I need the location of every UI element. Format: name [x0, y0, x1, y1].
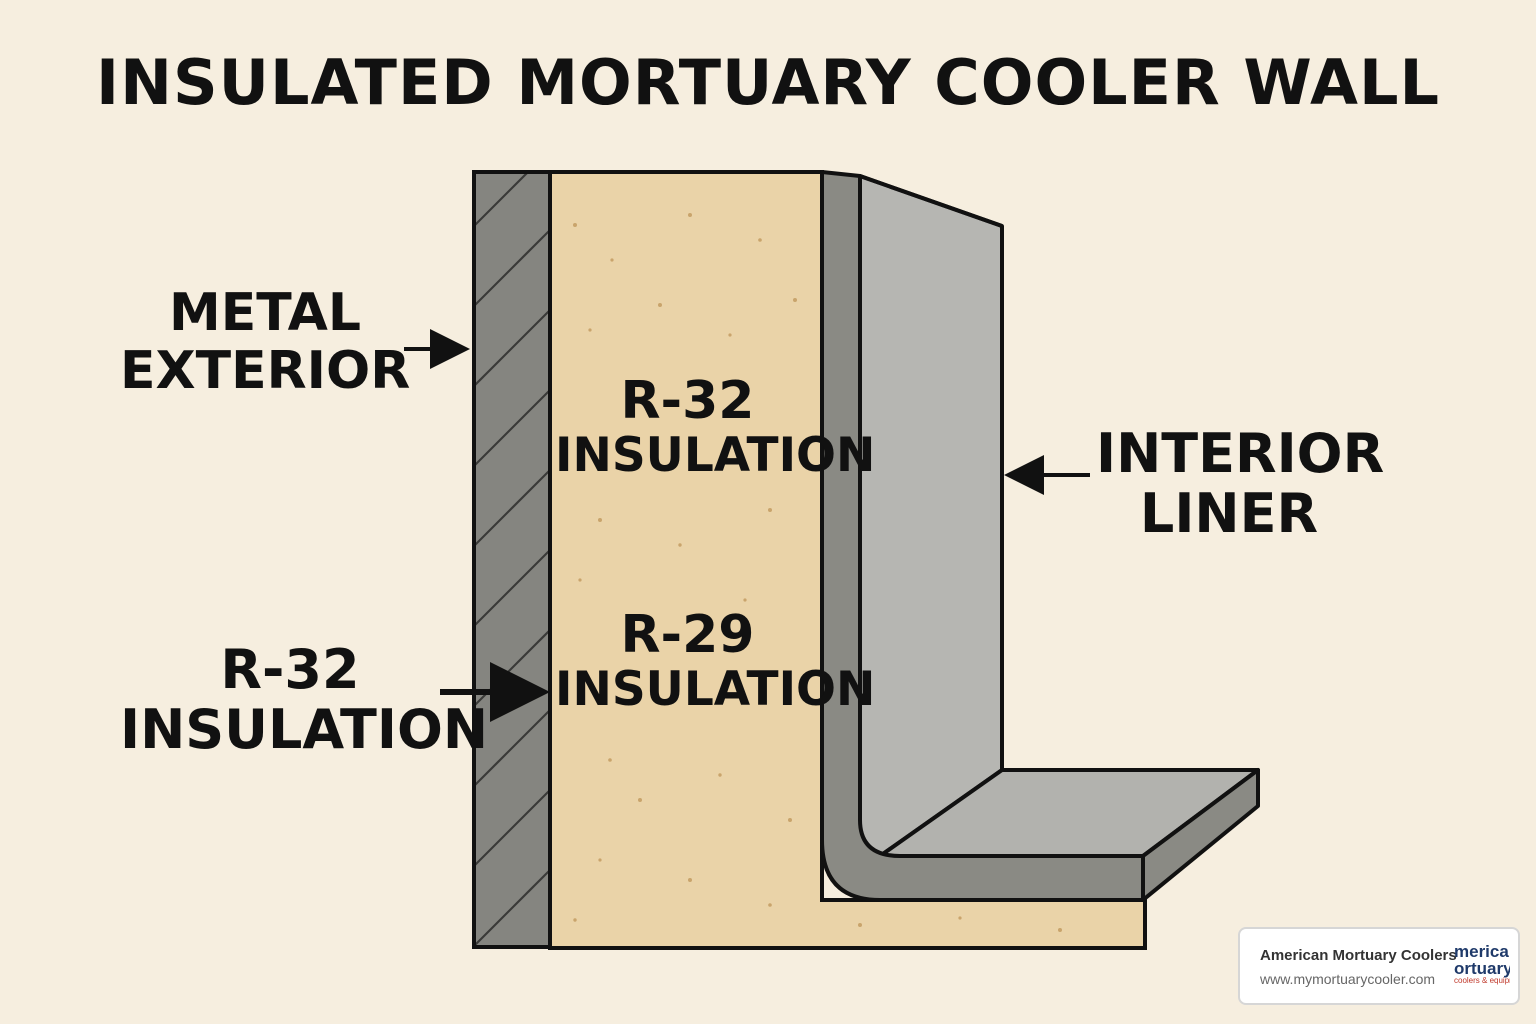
company-badge[interactable]: American Mortuary Coolers www.mymortuary…	[1238, 927, 1520, 1005]
metal-hatching	[474, 172, 550, 947]
insulation-speckles	[573, 213, 1062, 932]
liner-edge	[820, 170, 1145, 902]
diagram-title: INSULATED MORTUARY COOLER WALL	[96, 46, 1440, 119]
metal-exterior-panel	[474, 172, 550, 947]
badge-url[interactable]: www.mymortuarycooler.com	[1260, 971, 1436, 987]
label-insulation-top: R-32 INSULATION	[555, 371, 876, 484]
label-outer-insulation: R-32 INSULATION	[120, 638, 489, 762]
badge-company-name: American Mortuary Coolers	[1260, 947, 1457, 964]
label-interior-liner: INTERIOR LINER	[1096, 422, 1385, 546]
liner-wall-face	[858, 174, 1004, 858]
label-insulation-bottom: R-29 INSULATION	[555, 605, 876, 718]
label-metal-exterior: METAL EXTERIOR	[120, 283, 411, 402]
company-logo: merican ortuary coolers & equipment	[1454, 942, 1510, 985]
